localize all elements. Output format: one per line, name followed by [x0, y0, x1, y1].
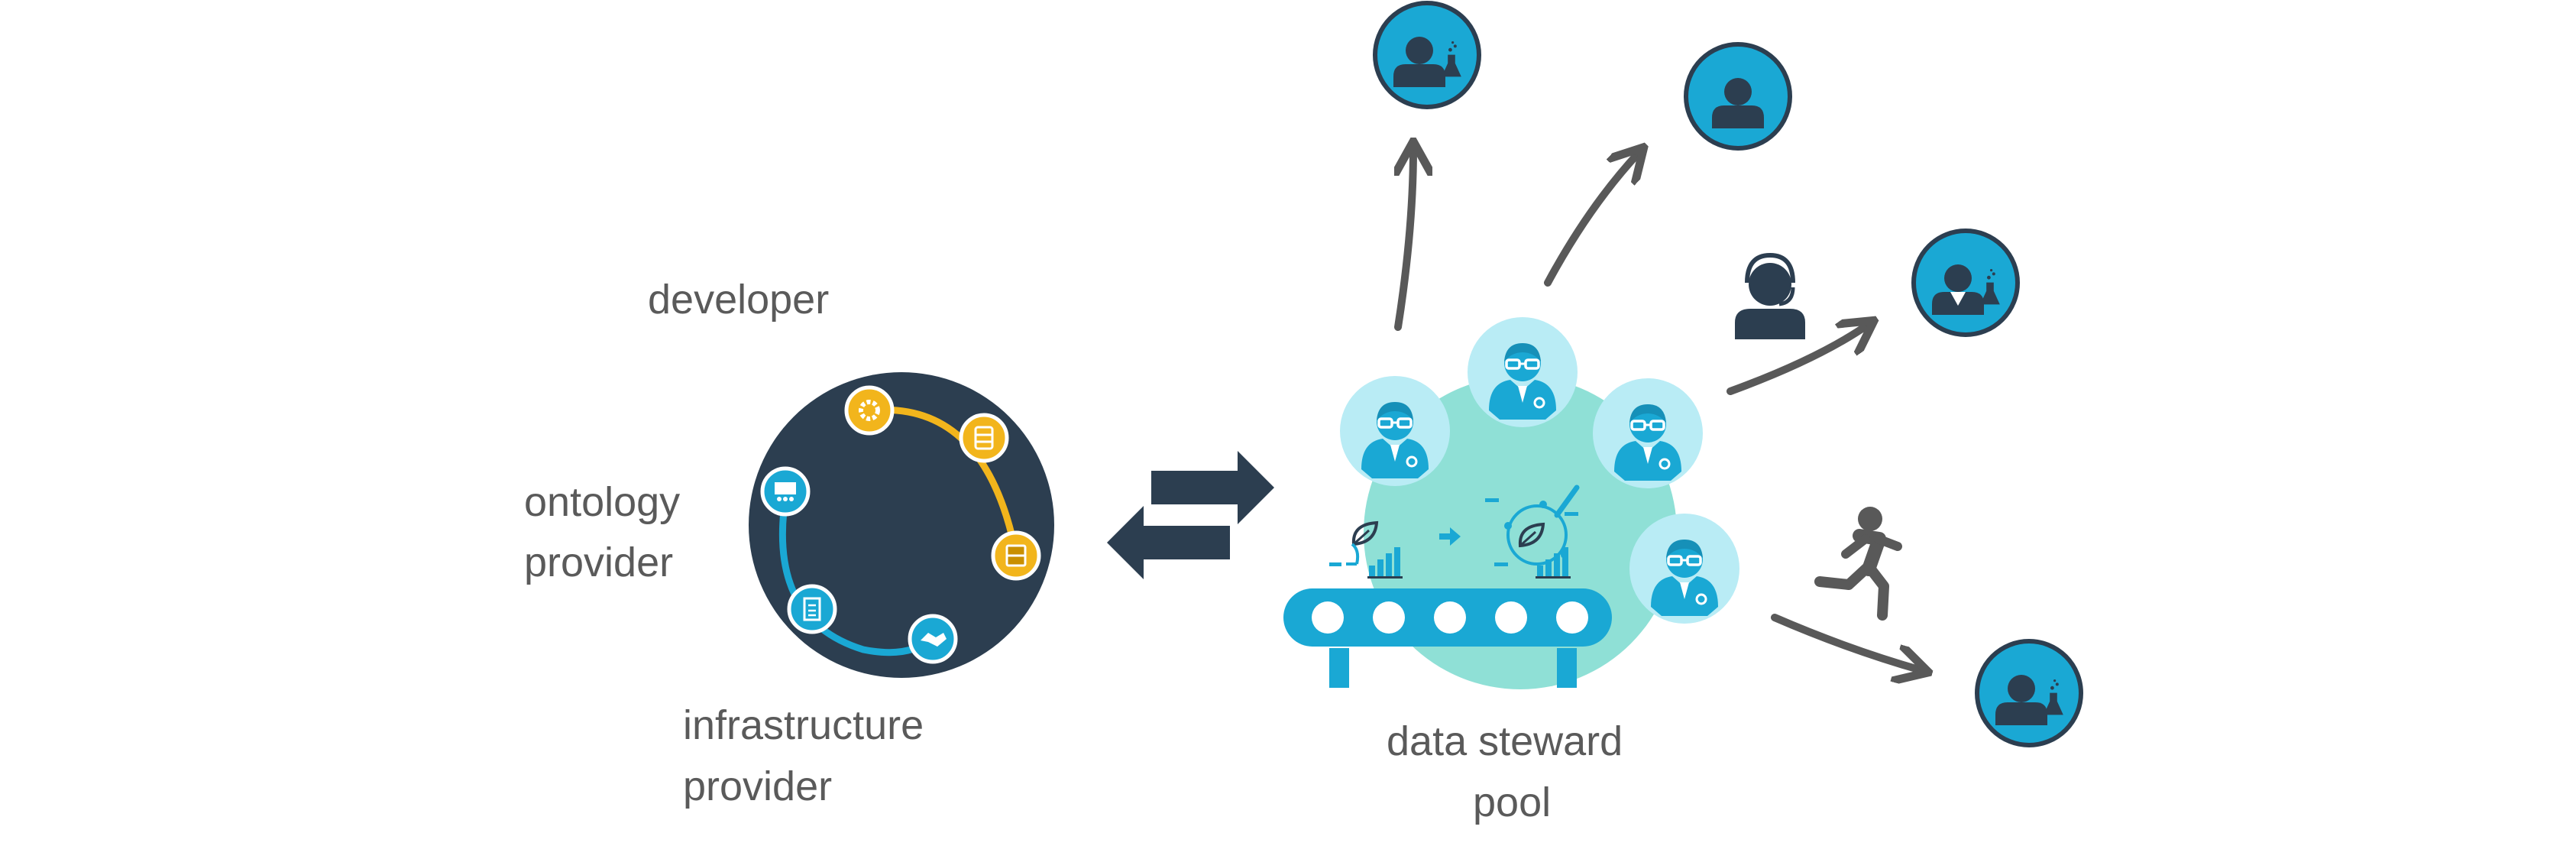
leaf-icon: [1518, 522, 1545, 548]
presentation-icon: [760, 466, 811, 517]
data-processing-graphic: [1329, 485, 1580, 579]
scientist-user-icon: [1911, 229, 2020, 337]
steward-avatar-icon: [1340, 376, 1450, 486]
document-icon: [787, 584, 837, 634]
bar-chart-icon: [1367, 547, 1403, 579]
ontology-provider-label-line2: provider: [524, 540, 673, 585]
running-person-icon: [1814, 507, 1902, 621]
steward-avatar-icon: [1468, 317, 1578, 427]
handshake-icon: [908, 614, 958, 664]
ontology-provider-label-line1: ontology: [524, 479, 680, 525]
outgoing-arrows: [1398, 149, 1921, 670]
arrow-to-consumer-4: [1771, 614, 1921, 670]
data-steward-pool: [1283, 317, 1739, 689]
platform-ring-diagram: [749, 372, 1054, 678]
provider-arc: [778, 488, 935, 656]
pool-label-line1: data steward: [1387, 718, 1623, 764]
gear-icon: [844, 385, 895, 436]
pool-label-line2: pool: [1473, 780, 1551, 825]
bar-chart-icon: [1536, 547, 1571, 579]
left-exchange-arrow: [1107, 506, 1230, 579]
infrastructure-provider-label-line1: infrastructure: [683, 702, 924, 748]
scientist-user-icon: [1373, 1, 1481, 109]
developer-label: developer: [648, 277, 829, 323]
database-icon: [959, 413, 1009, 463]
right-exchange-arrow: [1151, 451, 1274, 524]
process-arrow-icon: [1439, 527, 1461, 546]
steward-avatar-icon: [1593, 378, 1703, 488]
scientist-user-icon: [1975, 639, 2083, 747]
user-icon: [1684, 42, 1792, 151]
conveyor-belt-icon: [1283, 588, 1612, 688]
steward-avatar-icon: [1629, 514, 1739, 624]
infrastructure-provider-label-line2: provider: [683, 763, 832, 809]
arrow-to-consumer-1: [1398, 149, 1413, 331]
leaf-icon: [1351, 520, 1379, 546]
server-icon: [991, 530, 1041, 581]
arrow-to-consumer-2: [1544, 153, 1639, 287]
support-agent-icon: [1735, 252, 1805, 339]
exchange-arrows: [1107, 451, 1274, 579]
arrow-to-consumer-3: [1727, 325, 1868, 395]
